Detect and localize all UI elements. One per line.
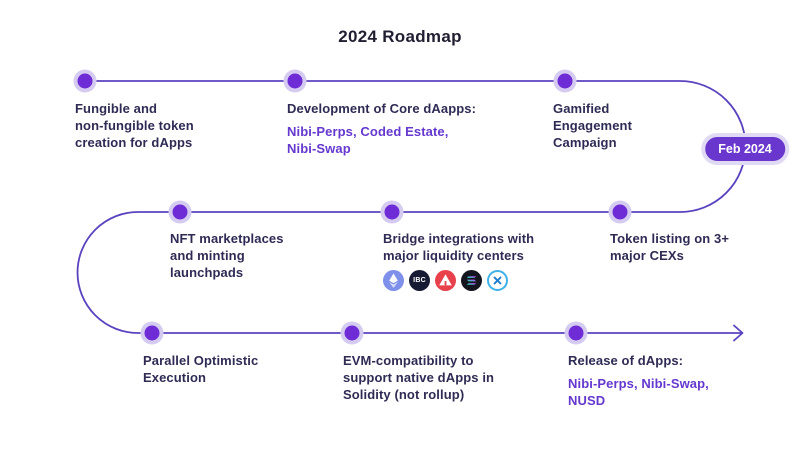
timeline-node-6 — [612, 204, 628, 220]
milestone-title: Bridge integrations with major liquidity… — [383, 231, 535, 263]
axelar-icon — [487, 270, 508, 291]
milestone-evm-compatibility: EVM-compatibility to support native dApp… — [343, 352, 558, 403]
bridge-chain-icons: IBC — [383, 270, 583, 291]
milestone-bridge-integrations: Bridge integrations with major liquidity… — [383, 230, 583, 291]
milestone-gamified-campaign: Gamified Engagement Campaign — [553, 100, 713, 151]
timeline-node-1 — [77, 73, 93, 89]
ibc-icon: IBC — [409, 270, 430, 291]
avalanche-icon — [435, 270, 456, 291]
milestone-title: NFT marketplaces and minting launchpads — [170, 231, 284, 280]
milestone-release-dapps: Release of dApps: Nibi-Perps, Nibi-Swap,… — [568, 352, 768, 409]
milestone-core-dapps: Development of Core dAapps: Nibi-Perps, … — [287, 100, 512, 157]
milestone-title: Development of Core dAapps: — [287, 101, 477, 116]
milestone-token-listing: Token listing on 3+ major CEXs — [610, 230, 790, 264]
timeline-node-8 — [344, 325, 360, 341]
milestone-title: Fungible and non-fungible token creation… — [75, 101, 194, 150]
timeline-line — [76, 80, 747, 334]
timeline-node-7 — [144, 325, 160, 341]
timeline-node-2 — [287, 73, 303, 89]
date-badge: Feb 2024 — [701, 133, 789, 165]
timeline-node-5 — [384, 204, 400, 220]
timeline-node-9 — [568, 325, 584, 341]
timeline-node-3 — [557, 73, 573, 89]
milestone-subtitle: Nibi-Perps, Nibi-Swap, NUSD — [568, 376, 709, 408]
milestone-parallel-execution: Parallel Optimistic Execution — [143, 352, 343, 386]
ethereum-icon — [383, 270, 404, 291]
solana-icon — [461, 270, 482, 291]
milestone-title: Gamified Engagement Campaign — [553, 101, 633, 150]
ibc-icon-label: IBC — [413, 277, 426, 284]
milestone-nft-marketplaces: NFT marketplaces and minting launchpads — [170, 230, 360, 281]
milestone-title: Parallel Optimistic Execution — [143, 353, 259, 385]
milestone-fungible-tokens: Fungible and non-fungible token creation… — [75, 100, 275, 151]
timeline-arrowhead-icon — [733, 324, 744, 342]
milestone-title: Release of dApps: — [568, 353, 684, 368]
milestone-title: Token listing on 3+ major CEXs — [610, 231, 730, 263]
page-title: 2024 Roadmap — [338, 27, 462, 46]
milestone-title: EVM-compatibility to support native dApp… — [343, 353, 495, 402]
timeline-node-4 — [172, 204, 188, 220]
milestone-subtitle: Nibi-Perps, Coded Estate, Nibi-Swap — [287, 124, 449, 156]
